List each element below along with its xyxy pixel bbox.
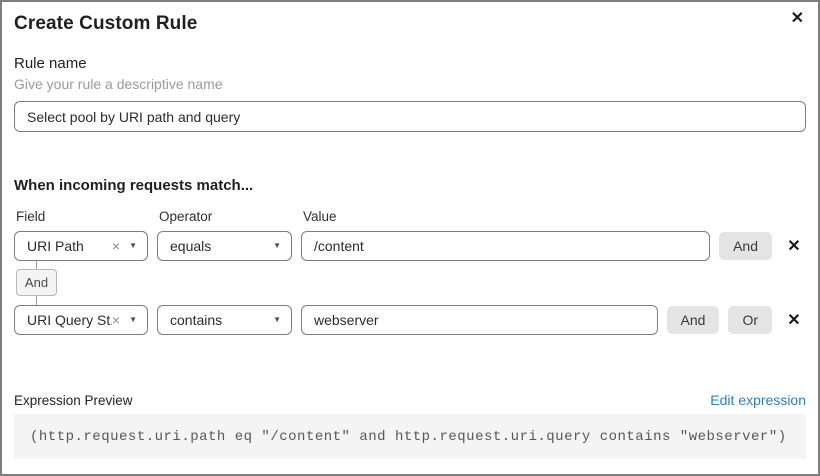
chevron-down-icon: ▼ <box>273 315 281 324</box>
condition-connector: And <box>16 261 57 305</box>
field-column-label: Field <box>16 209 46 224</box>
expression-preview-label: Expression Preview <box>14 393 133 408</box>
add-and-condition-button[interactable]: And <box>719 232 772 260</box>
operator-select[interactable]: contains ▼ <box>157 305 292 335</box>
value-input[interactable] <box>301 231 711 261</box>
chevron-down-icon: ▼ <box>129 241 137 250</box>
expression-preview-header: Expression Preview Edit expression <box>14 392 806 409</box>
add-or-condition-button[interactable]: Or <box>728 306 772 334</box>
operator-select-value: contains <box>170 312 223 328</box>
delete-row-icon[interactable]: ✕ <box>787 312 801 329</box>
connector-line <box>36 296 37 305</box>
operator-column-label: Operator <box>159 209 213 224</box>
rule-name-input[interactable] <box>14 101 806 132</box>
condition-row: URI Path × ▼ equals ▼ And ✕ <box>14 231 806 261</box>
field-select-value: URI Query St... <box>27 312 112 328</box>
field-select-value: URI Path <box>27 238 84 254</box>
clear-field-icon[interactable]: × <box>111 238 121 254</box>
expression-preview-code: (http.request.uri.path eq "/content" and… <box>14 414 806 459</box>
value-input[interactable] <box>301 305 658 335</box>
close-icon[interactable]: ✕ <box>790 10 804 27</box>
condition-row: URI Query St... × ▼ contains ▼ And Or ✕ <box>14 305 806 335</box>
field-select[interactable]: URI Query St... × ▼ <box>14 305 148 335</box>
field-select[interactable]: URI Path × ▼ <box>14 231 148 261</box>
add-and-condition-button[interactable]: And <box>666 306 720 334</box>
match-heading: When incoming requests match... <box>14 177 254 194</box>
operator-select[interactable]: equals ▼ <box>157 231 292 261</box>
delete-row-icon[interactable]: ✕ <box>787 238 801 255</box>
chevron-down-icon: ▼ <box>129 315 137 324</box>
operator-select-value: equals <box>170 238 212 254</box>
dialog-title: Create Custom Rule <box>14 13 198 34</box>
clear-field-icon[interactable]: × <box>111 312 121 328</box>
connector-line <box>36 261 37 269</box>
and-connector-chip: And <box>16 269 57 296</box>
edit-expression-link[interactable]: Edit expression <box>710 392 806 408</box>
value-column-label: Value <box>303 209 337 224</box>
rule-name-help-text: Give your rule a descriptive name <box>14 76 223 92</box>
condition-column-labels: Field Operator Value <box>14 209 806 225</box>
rule-name-label: Rule name <box>14 55 87 72</box>
chevron-down-icon: ▼ <box>273 241 281 250</box>
